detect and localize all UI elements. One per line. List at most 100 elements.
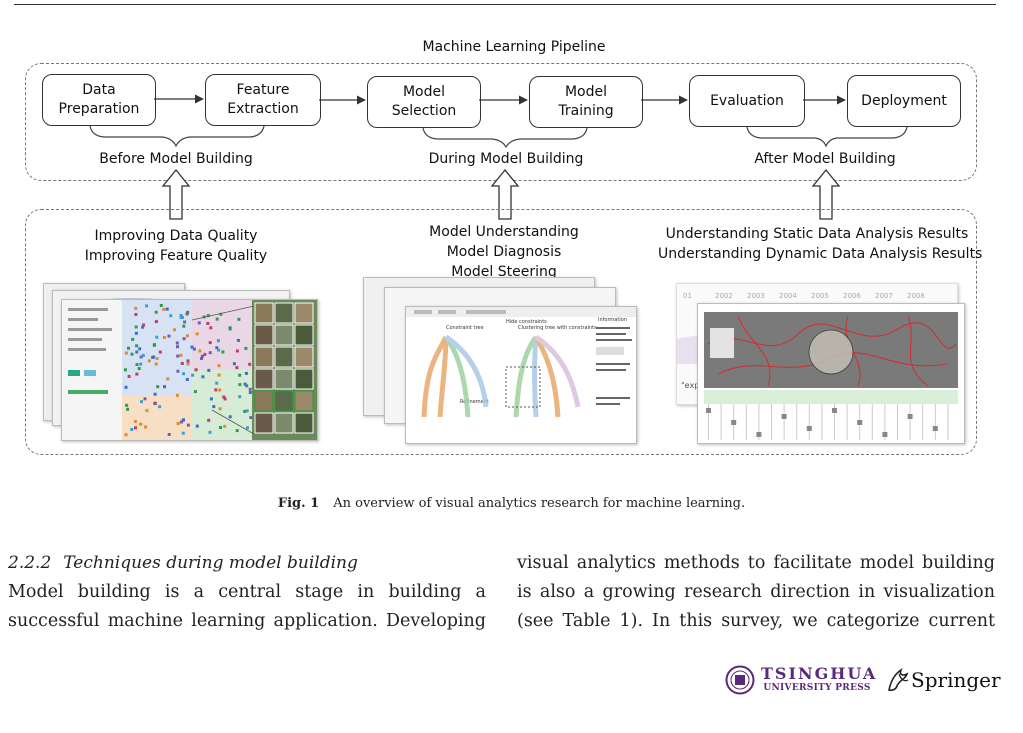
- section-number: 2.2.2: [8, 553, 52, 573]
- timeline-marker: [781, 414, 787, 419]
- scatter-dot: [203, 352, 207, 356]
- scatter-dot: [198, 349, 202, 353]
- scatter-dot: [209, 326, 213, 330]
- scatter-dot: [133, 420, 137, 423]
- phase-during: During Model Building: [428, 151, 584, 167]
- scatter-dot: [182, 337, 186, 341]
- scatter-dot: [228, 415, 232, 419]
- pipeline-title: Machine Learning Pipeline: [422, 39, 606, 55]
- scatter-dot: [192, 347, 196, 351]
- tasks-after: Understanding Static Data Analysis Resul…: [658, 226, 983, 262]
- scatter-dot: [244, 346, 248, 350]
- image-thumbnail: [254, 324, 274, 346]
- scatter-dot: [223, 397, 227, 401]
- timeline-column: [871, 404, 873, 440]
- scatter-dot: [152, 355, 156, 359]
- scatter-dot: [162, 307, 166, 311]
- scatter-dot: [142, 323, 146, 327]
- year-label: 2002: [715, 292, 733, 300]
- scatter-dot: [212, 405, 216, 409]
- scatter-dot: [228, 327, 232, 331]
- scatter-dot: [238, 383, 242, 387]
- scatter-dot: [243, 409, 247, 413]
- image-thumbnail: [254, 368, 274, 390]
- scatter-dot: [183, 320, 187, 324]
- year-label: 2007: [875, 292, 893, 300]
- scatter-dot: [200, 357, 203, 360]
- scatter-dot: [165, 307, 169, 311]
- scatter-dot: [147, 359, 151, 363]
- timeline-column: [708, 404, 709, 440]
- scatter-dot: [134, 325, 138, 329]
- scatter-dot: [130, 428, 134, 431]
- scatter-dot: [167, 334, 171, 338]
- scatter-dot: [186, 362, 190, 366]
- scatter-dot: [248, 362, 252, 366]
- scatter-dot: [154, 310, 158, 314]
- scatter-dot: [166, 377, 170, 381]
- scatter-dot: [217, 364, 221, 368]
- scatter-dot: [186, 334, 189, 338]
- scatter-dot: [245, 409, 249, 413]
- svg-text:Clustering tree with constrain: Clustering tree with constraints: [518, 325, 597, 331]
- timeline-column: [909, 404, 911, 440]
- screenshot-scatter-tool: [61, 299, 318, 441]
- figure-connectors: [89, 94, 908, 220]
- scatter-dot: [191, 373, 195, 377]
- scatter-dot: [235, 429, 239, 433]
- scatter-dot: [176, 345, 179, 349]
- scatter-dot: [179, 314, 183, 317]
- year-label: 2003: [747, 292, 765, 300]
- scatter-dot: [126, 407, 130, 411]
- timeline-column: [771, 404, 772, 440]
- timeline-marker: [731, 420, 737, 425]
- header-rule: [14, 4, 996, 5]
- scatter-dot: [124, 385, 128, 389]
- scatter-dot: [185, 378, 189, 381]
- scatter-dot: [249, 416, 253, 419]
- scatter-dot: [194, 368, 198, 372]
- scatter-dot: [219, 312, 223, 316]
- timeline-marker: [932, 426, 938, 431]
- year-label: 01: [683, 292, 692, 300]
- scatter-dot: [222, 395, 226, 399]
- scatter-dot: [209, 397, 213, 401]
- screenshot-map-tool: [697, 303, 965, 444]
- scatter-dot: [186, 310, 190, 314]
- scatter-dot: [219, 426, 222, 429]
- scatter-dot: [182, 418, 185, 422]
- scatter-dot: [186, 423, 190, 427]
- scatter-dot: [139, 422, 143, 426]
- scatter-dot: [137, 367, 141, 371]
- scatter-dot: [155, 335, 159, 339]
- scatter-dot: [124, 351, 128, 355]
- scatter-dot: [217, 373, 221, 377]
- scatter-dot: [235, 349, 239, 353]
- scatter-dot: [216, 339, 220, 343]
- scatter-dot: [179, 420, 183, 424]
- timeline-column: [783, 404, 785, 440]
- timeline-column: [897, 404, 898, 440]
- scatter-dot: [139, 362, 143, 366]
- scatter-dot: [162, 336, 166, 339]
- scatter-dot: [124, 368, 127, 372]
- image-thumbnail: [274, 346, 294, 368]
- map-panel: [704, 312, 958, 440]
- scatter-dot: [158, 350, 162, 354]
- scatter-dot: [134, 331, 138, 335]
- image-thumbnail: [254, 302, 274, 324]
- scatter-dot: [207, 368, 211, 372]
- scatter-dot: [134, 306, 138, 310]
- scatter-dot: [236, 338, 240, 342]
- scatter-dot: [243, 382, 247, 386]
- year-label: 2004: [779, 292, 797, 300]
- scatter-dot: [232, 362, 236, 366]
- timeline-column: [947, 404, 949, 440]
- scatter-dot: [248, 391, 252, 394]
- scatter-dot: [185, 312, 189, 316]
